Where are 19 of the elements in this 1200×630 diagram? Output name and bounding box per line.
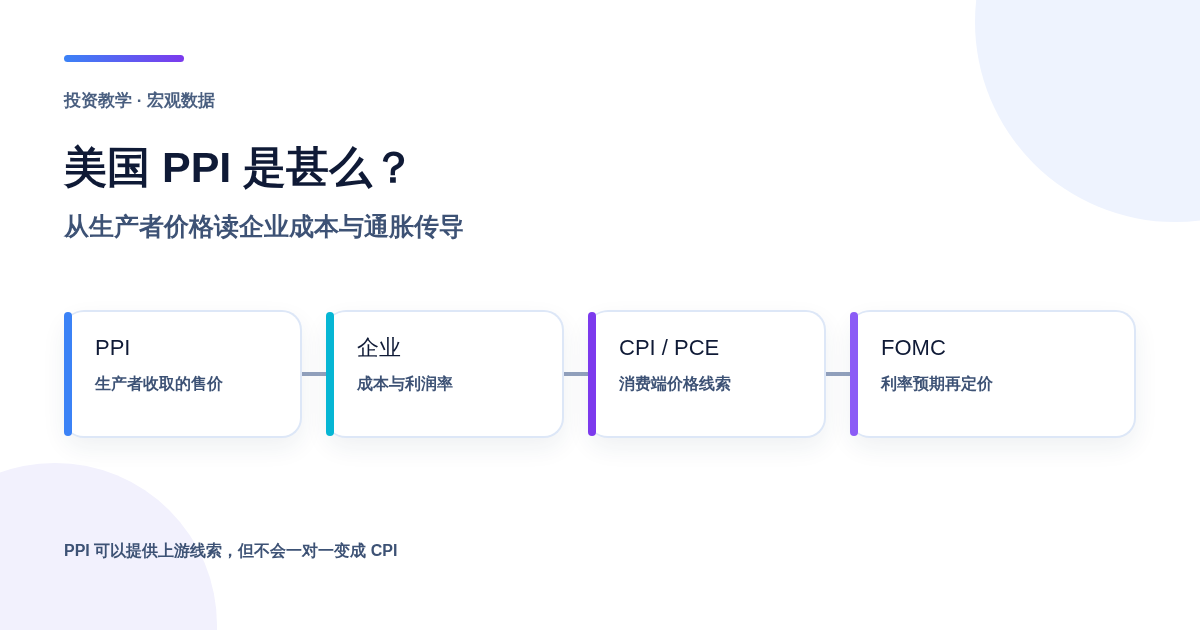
card-description: 生产者收取的售价 xyxy=(95,374,223,394)
card-description: 利率预期再定价 xyxy=(881,374,993,394)
step-card xyxy=(326,310,564,438)
step-card xyxy=(64,310,302,438)
footnote: PPI 可以提供上游线索，但不会一对一变成 CPI xyxy=(64,541,398,561)
connector-line xyxy=(302,372,326,376)
card-title: 企业 xyxy=(357,334,401,362)
connector-line xyxy=(564,372,588,376)
card-description: 成本与利润率 xyxy=(357,374,453,394)
subtitle: 从生产者价格读企业成本与通胀传导 xyxy=(64,212,464,242)
card-title: PPI xyxy=(95,334,131,362)
step-card xyxy=(588,310,826,438)
eyebrow-label: 投资教学 · 宏观数据 xyxy=(64,90,216,112)
step-card xyxy=(850,310,1136,438)
card-title: CPI / PCE xyxy=(619,334,720,362)
page-title: 美国 PPI 是甚么？ xyxy=(64,142,416,193)
card-description: 消费端价格线索 xyxy=(619,374,731,394)
card-title: FOMC xyxy=(881,334,946,362)
connector-line xyxy=(826,372,850,376)
